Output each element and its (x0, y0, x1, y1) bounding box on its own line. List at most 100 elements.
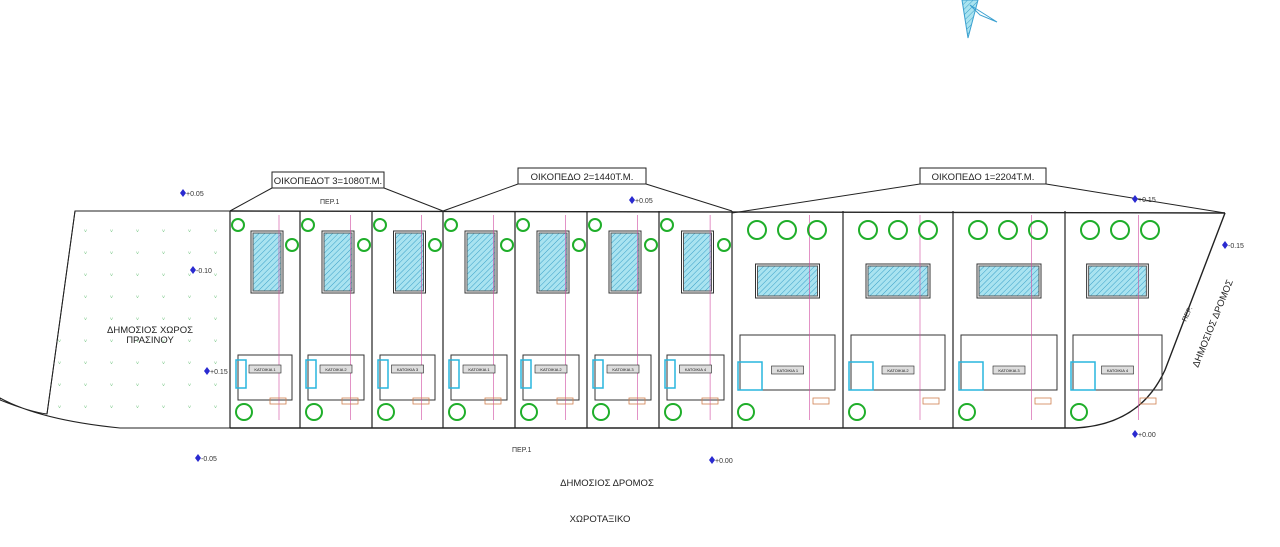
house-label: ΚΑΤΟΙΚΙΑ 4 (1107, 368, 1129, 373)
car-icon (377, 359, 389, 389)
car-icon (305, 359, 317, 389)
tree-icon (444, 218, 458, 232)
pool (683, 232, 712, 292)
tree-icon (516, 218, 530, 232)
house-plot: ΚΑΤΟΙΚΙΑ 3 (952, 211, 1058, 428)
public-green-space (0, 210, 231, 429)
level-value: +0.15 (210, 369, 228, 376)
level-marker: +0.15 (204, 367, 228, 376)
tree-icon (644, 238, 658, 252)
tree-icon (572, 238, 586, 252)
lot-3: ΚΑΤΟΙΚΙΑ 1 ΚΑΤΟΙΚΙΑ 2 ΚΑΤΟΙΚΙΑ 3 (229, 211, 442, 428)
car-icon (520, 359, 532, 389)
tree-icon (747, 220, 767, 240)
car-icon (235, 359, 247, 389)
per-right-label: ΠΕΡ. (1181, 306, 1194, 323)
house-label: ΚΑΤΟΙΚΙΑ 3 (612, 367, 634, 372)
tree-icon (858, 220, 878, 240)
tree-icon (1070, 403, 1088, 421)
level-marker: -0.05 (195, 454, 217, 463)
drawing-title: ΧΩΡΟΤΑΞΙΚΟ (570, 514, 631, 525)
car-icon (1070, 361, 1096, 391)
level-value: +0.00 (715, 458, 733, 465)
tree-icon (1028, 220, 1048, 240)
lot-label: ΟΙΚΟΠΕΔΟΤ 3=1080Τ.Μ. (274, 176, 382, 187)
tree-icon (660, 218, 674, 232)
house-label: ΚΑΤΟΙΚΙΑ 2 (540, 367, 562, 372)
tree-icon (1140, 220, 1160, 240)
level-value: +0.05 (635, 198, 653, 205)
tree-icon (231, 218, 245, 232)
pool (978, 265, 1040, 297)
pool (323, 232, 353, 292)
house-plot: ΚΑΤΟΙΚΙΑ 4 (658, 211, 731, 428)
car-icon (664, 359, 676, 389)
tree-icon (998, 220, 1018, 240)
tree-icon (968, 220, 988, 240)
level-value: +0.15 (1138, 197, 1156, 204)
tree-icon (888, 220, 908, 240)
level-value: -0.05 (201, 456, 217, 463)
house-label: ΚΑΤΟΙΚΙΑ 1 (468, 367, 490, 372)
level-marker: +0.05 (629, 196, 653, 205)
house-plot: ΚΑΤΟΙΚΙΑ 2 (514, 211, 586, 428)
level-value: +0.05 (186, 191, 204, 198)
road-label-right: ΔΗΜΟΣΙΟΣ ΔΡΟΜΟΣ (1191, 278, 1236, 369)
tree-icon (428, 238, 442, 252)
house-label: ΚΑΤΟΙΚΙΑ 1 (254, 367, 276, 372)
level-marker: -0.15 (1222, 241, 1244, 250)
tree-icon (448, 403, 466, 421)
tree-icon (235, 403, 253, 421)
pool (395, 232, 424, 292)
tree-icon (848, 403, 866, 421)
tree-icon (500, 238, 514, 252)
pool (466, 232, 496, 292)
pool (538, 232, 568, 292)
car-icon (958, 361, 984, 391)
level-marker: +0.00 (709, 456, 733, 465)
level-value: +0.00 (1138, 432, 1156, 439)
house-label: ΚΑΤΟΙΚΙΑ 2 (887, 368, 909, 373)
pool (757, 265, 818, 297)
north-arrow-icon (961, 0, 998, 39)
lot-label: ΟΙΚΟΠΕΔΟ 2=1440Τ.Μ. (531, 172, 634, 183)
tree-icon (285, 238, 299, 252)
tree-icon (664, 403, 682, 421)
tree-icon (717, 238, 731, 252)
house-label: ΚΑΤΟΙΚΙΑ 3 (998, 368, 1020, 373)
car-icon (448, 359, 460, 389)
house-label: ΚΑΤΟΙΚΙΑ 1 (777, 368, 799, 373)
house-plot: ΚΑΤΟΙΚΙΑ 4 (1064, 211, 1163, 428)
lot-label-box: ΟΙΚΟΠΕΔΟΤ 3=1080Τ.Μ. (229, 171, 444, 212)
pool (252, 232, 282, 292)
house-plot: ΚΑΤΟΙΚΙΑ 3 (586, 211, 658, 428)
tree-icon (305, 403, 323, 421)
house-plot: ΚΑΤΟΙΚΙΑ 3 (371, 211, 442, 428)
lot-2: ΚΑΤΟΙΚΙΑ 1 ΚΑΤΟΙΚΙΑ 2 ΚΑΤΟΙΚΙΑ 3 ΚΑΤΟΙΚΙΑ 4 (442, 211, 731, 428)
house-plot: ΚΑΤΟΙΚΙΑ 2 (842, 211, 946, 428)
tree-icon (958, 403, 976, 421)
lot-label: ΟΙΚΟΠΕΔΟ 1=2204Τ.Μ. (932, 172, 1035, 183)
lot-label-box: ΟΙΚΟΠΕΔΟ 2=1440Τ.Μ. (442, 167, 733, 212)
house-plot: ΚΑΤΟΙΚΙΑ 2 (299, 211, 371, 428)
house-plot: ΚΑΤΟΙΚΙΑ 1 (731, 211, 836, 428)
tree-icon (1080, 220, 1100, 240)
green-space-label-1: ΔΗΜΟΣΙΟΣ ΧΩΡΟΣ (107, 325, 193, 336)
tree-icon (807, 220, 827, 240)
car-icon (592, 359, 604, 389)
house-label: ΚΑΤΟΙΚΙΑ 2 (325, 367, 347, 372)
lot-label-box: ΟΙΚΟΠΕΔΟ 1=2204Τ.Μ. (731, 167, 1226, 214)
car-icon (737, 361, 763, 391)
pool (1088, 265, 1147, 297)
pool (610, 232, 640, 292)
level-marker: -0.10 (190, 266, 212, 275)
house-label: ΚΑΤΟΙΚΙΑ 3 (397, 367, 419, 372)
car-icon (848, 361, 874, 391)
per1-bottom-label: ΠΕΡ.1 (512, 447, 531, 454)
tree-icon (1110, 220, 1130, 240)
site-boundary (229, 210, 1226, 429)
tree-icon (737, 403, 755, 421)
level-marker: +0.15 (1132, 195, 1156, 204)
tree-icon (588, 218, 602, 232)
